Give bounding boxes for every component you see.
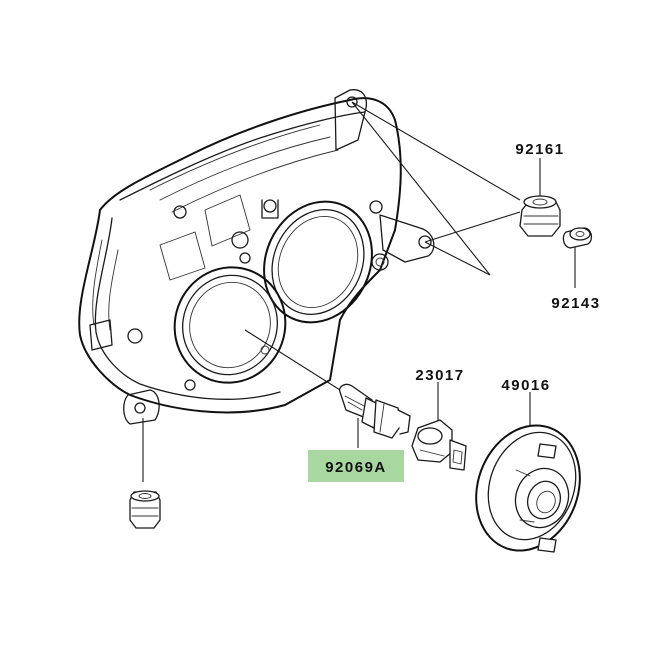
dust-cap-49016[interactable] xyxy=(459,411,597,565)
label-92161[interactable]: 92161 xyxy=(515,141,564,158)
label-92143[interactable]: 92143 xyxy=(551,295,600,312)
label-92069a[interactable]: 92069A xyxy=(325,459,387,476)
label-23017[interactable]: 23017 xyxy=(415,367,464,384)
leader-lines xyxy=(142,101,576,482)
highlight-92069a xyxy=(308,450,404,482)
part-labels: 92161 92143 23017 49016 92069A xyxy=(308,141,600,482)
collar-92143[interactable] xyxy=(562,227,593,249)
bulb-92069a[interactable] xyxy=(339,383,411,439)
lower-grommet[interactable] xyxy=(129,490,161,529)
grommet-92161[interactable] xyxy=(519,195,561,237)
label-49016[interactable]: 49016 xyxy=(501,377,550,394)
socket-23017[interactable] xyxy=(411,419,467,471)
headlight-housing[interactable] xyxy=(78,89,435,425)
